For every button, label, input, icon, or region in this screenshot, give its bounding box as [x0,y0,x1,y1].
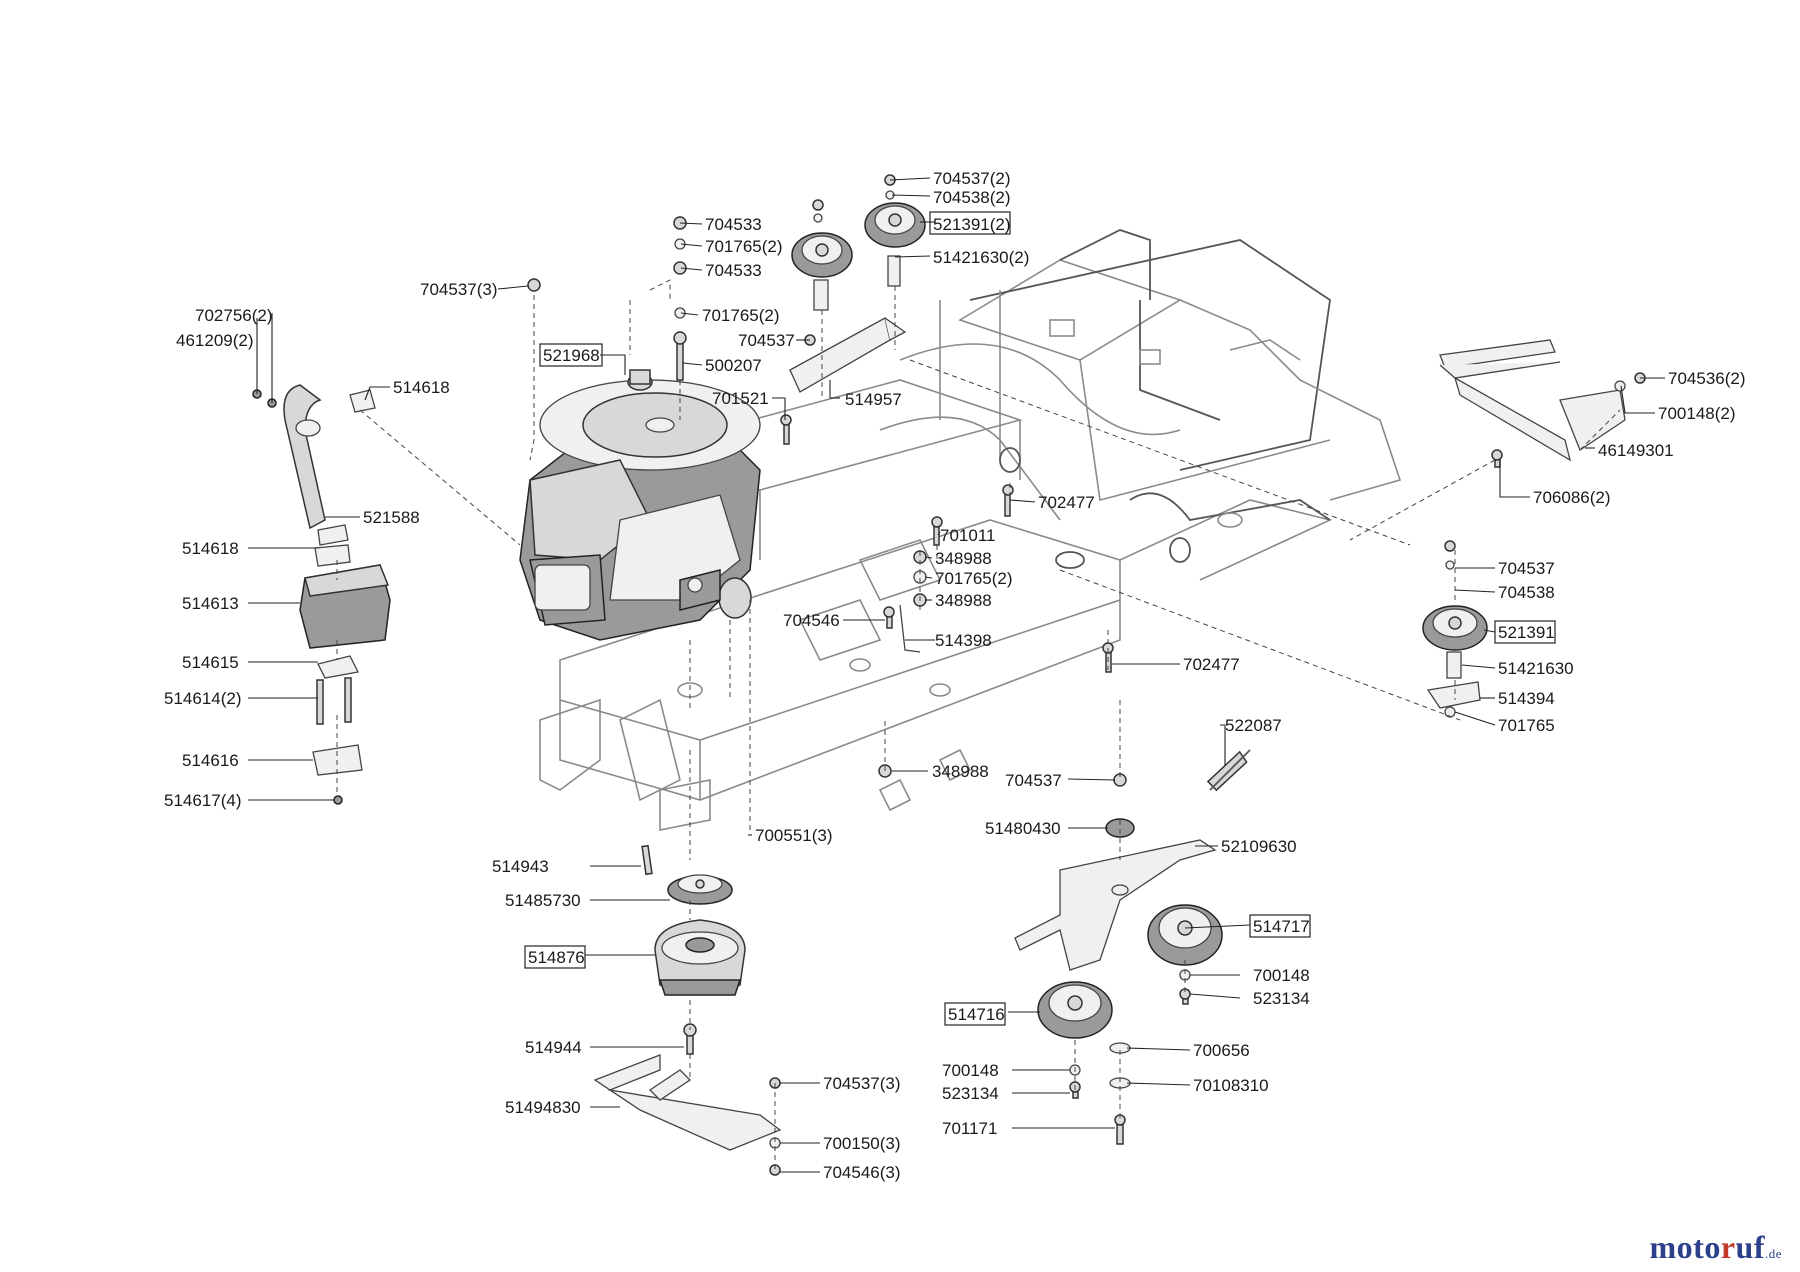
part-label: 704536(2) [1668,369,1746,388]
part-label: 461209(2) [176,331,254,350]
engine [519,369,761,641]
part-label: 514716 [948,1005,1005,1024]
part-label: 704537(3) [823,1074,901,1093]
part-label: 701171 [942,1119,997,1138]
motoruf-logo: motoruf.de [1649,1229,1782,1265]
part-label: 514618 [393,378,450,397]
part-label: 701011 [940,526,995,545]
part-label: 348988 [935,549,992,568]
part-label: 521968 [543,346,600,365]
part-label: 704546 [783,611,840,630]
part-label: 51485730 [505,891,581,910]
part-label: 700656 [1193,1041,1250,1060]
part-label: 523134 [942,1084,999,1103]
part-label: 52109630 [1221,837,1297,856]
part-label: 514398 [935,631,992,650]
engine-hardware [527,216,816,445]
part-label: 348988 [935,591,992,610]
part-label: 521391(2) [933,215,1011,234]
part-label: 702477 [1038,493,1095,512]
part-label: 704533 [705,215,762,234]
part-label: 704537 [1498,559,1555,578]
frame-hardware [878,484,1114,778]
part-label: 700551(3) [755,826,833,845]
part-label: 514614(2) [164,689,242,708]
part-label: 514944 [525,1038,582,1057]
part-label: 701765(2) [702,306,780,325]
part-label: 706086(2) [1533,488,1611,507]
part-label: 514717 [1253,917,1310,936]
part-label: 704537(2) [933,169,1011,188]
part-label: 700150(3) [823,1134,901,1153]
right-pulley [1422,540,1488,718]
part-label: 500207 [705,356,762,375]
part-label: 704537 [738,331,795,350]
part-label: 514876 [528,948,585,967]
part-label: 51421630 [1498,659,1574,678]
part-label: 514394 [1498,689,1555,708]
part-label: 700148 [1253,966,1310,985]
part-label: 521391 [1498,623,1555,642]
part-label: 702477 [1183,655,1240,674]
upper-pulleys [789,174,926,393]
part-label: 704538 [1498,583,1555,602]
part-label: 514943 [492,857,549,876]
part-label: 700148(2) [1658,404,1736,423]
part-label: 51494830 [505,1098,581,1117]
part-label: 348988 [932,762,989,781]
right-bracket [1439,339,1646,468]
part-labels: 704537(2) 704538(2) 521391(2) 51421630(2… [164,169,1746,1182]
part-label: 702756(2) [195,306,273,325]
part-label: 514957 [845,390,902,409]
exhaust-group [252,384,391,805]
part-label: 701521 [712,389,769,408]
label-boxes [524,211,1556,1026]
part-label: 514618 [182,539,239,558]
part-label: 514616 [182,751,239,770]
part-label: 514617(4) [164,791,242,810]
part-label: 521588 [363,508,420,527]
part-label: 704546(3) [823,1163,901,1182]
leader-lines [248,177,1665,1173]
chassis-frame [539,229,1402,831]
part-label: 701765(2) [705,237,783,256]
part-label: 704537 [1005,771,1062,790]
assembly-lines [336,279,1621,1170]
part-label: 700148 [942,1061,999,1080]
part-label: 51421630(2) [933,248,1029,267]
part-label: 46149301 [1598,441,1674,460]
part-label: 523134 [1253,989,1310,1008]
part-label: 514615 [182,653,239,672]
part-label: 514613 [182,594,239,613]
part-label: 701765 [1498,716,1555,735]
part-label: 704533 [705,261,762,280]
part-label: 704537(3) [420,280,498,299]
clutch-group [593,844,782,1176]
part-label: 704538(2) [933,188,1011,207]
part-label: 70108310 [1193,1076,1269,1095]
part-label: 51480430 [985,819,1061,838]
part-label: 701765(2) [935,569,1013,588]
part-label: 522087 [1225,716,1282,735]
tensioner-group [1014,749,1251,1145]
